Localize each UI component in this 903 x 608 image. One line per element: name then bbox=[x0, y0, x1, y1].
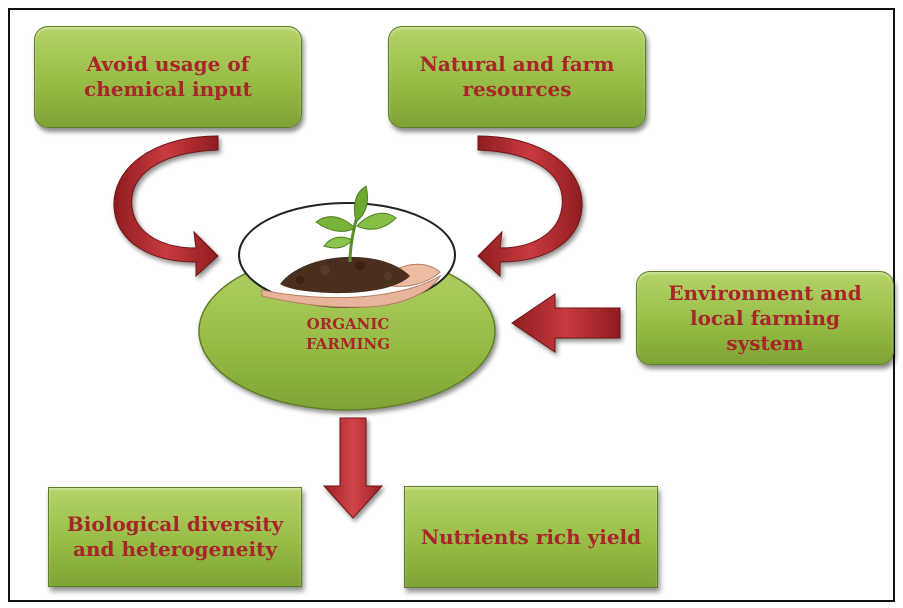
natural-farm-resources-box: Natural and farm resources bbox=[388, 26, 646, 128]
arrow-down bbox=[322, 417, 384, 519]
plant-in-hands-illustration bbox=[238, 185, 456, 308]
nutrients-rich-yield-box: Nutrients rich yield bbox=[404, 486, 658, 588]
arrow-from-environment bbox=[511, 293, 621, 353]
environment-local-farming-text: Environment and local farming system bbox=[668, 280, 862, 355]
natural-farm-resources-text: Natural and farm resources bbox=[419, 52, 615, 101]
avoid-chemical-input-box: Avoid usage of chemical input bbox=[34, 26, 302, 128]
environment-local-farming-box: Environment and local farming system bbox=[636, 271, 894, 365]
curved-arrow-left bbox=[113, 135, 219, 278]
avoid-chemical-input-text: Avoid usage of chemical input bbox=[84, 52, 252, 101]
organic-farming-label: ORGANIC FARMING bbox=[305, 315, 391, 354]
biological-diversity-box: Biological diversity and heterogeneity bbox=[48, 487, 302, 587]
curved-arrow-right bbox=[477, 135, 583, 278]
biological-diversity-text: Biological diversity and heterogeneity bbox=[66, 512, 284, 561]
nutrients-rich-yield-text: Nutrients rich yield bbox=[420, 524, 642, 549]
